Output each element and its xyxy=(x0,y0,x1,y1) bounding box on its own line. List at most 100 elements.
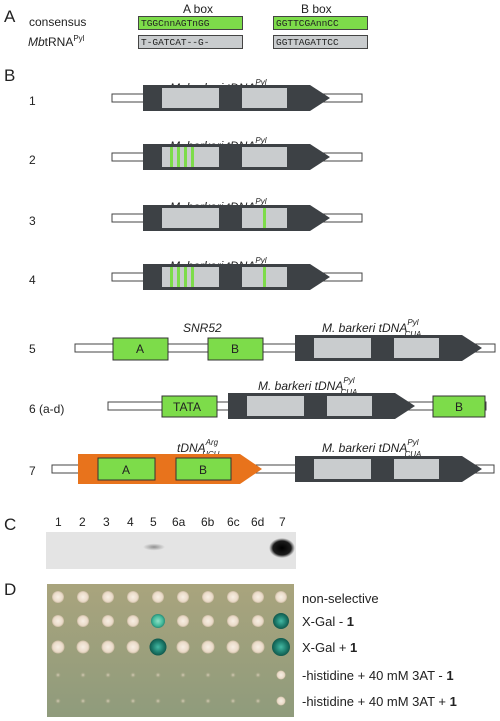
construct-6-downstream-box-b xyxy=(432,395,486,418)
construct-1-box-b xyxy=(242,88,287,108)
construct-5-number: 5 xyxy=(29,342,36,356)
colony-faint xyxy=(205,672,211,678)
construct-7-number: 7 xyxy=(29,464,36,478)
colony-blue xyxy=(273,613,289,629)
plate-row-label-1: non-selective xyxy=(302,591,379,606)
construct-7-gene-box-b xyxy=(394,459,439,479)
c3-gene-sup: Pyl xyxy=(255,197,266,206)
construct-4-box-a xyxy=(162,267,219,287)
row-2-bold: 1 xyxy=(346,614,355,629)
panel-d-plate xyxy=(47,584,294,717)
construct-2-mutation-2 xyxy=(177,147,180,167)
c5-gene-sub: CUA xyxy=(404,330,421,339)
mbtrna-label-rest: tRNA xyxy=(44,35,74,49)
construct-4-mutation-1 xyxy=(170,267,173,287)
plate-row-label-3: X-Gal + 1 xyxy=(302,640,357,655)
colony xyxy=(252,591,264,603)
lane-label-6c: 6c xyxy=(227,515,240,529)
colony-blue xyxy=(151,614,165,628)
colony xyxy=(227,615,239,627)
c6-gene-sup: Pyl xyxy=(343,376,354,385)
construct-5-flank xyxy=(74,343,496,353)
colony-faint xyxy=(130,698,136,704)
c5-gene-main: M. barkeri tDNA xyxy=(322,321,407,335)
consensus-label: consensus xyxy=(29,15,87,29)
construct-2-box-a xyxy=(162,147,219,167)
colony xyxy=(77,591,89,603)
panel-c-blot: 1 2 3 4 5 6a 6b 6c 6d 7 xyxy=(46,515,296,569)
colony-blue xyxy=(149,638,167,656)
mbtrna-label: MbtRNAPyl xyxy=(28,34,84,49)
row-3-text: X-Gal + xyxy=(302,640,351,655)
c7-gene-sup: Pyl xyxy=(407,438,418,447)
colony-faint xyxy=(255,672,261,678)
colony-faint xyxy=(255,698,261,704)
construct-4-mutation-4 xyxy=(191,267,194,287)
c5-gene-sup: Pyl xyxy=(407,318,418,327)
colony-faint xyxy=(55,698,61,704)
construct-5-promoter-label: SNR52 xyxy=(183,321,222,335)
colony-faint xyxy=(230,698,236,704)
c6-gene-main: M. barkeri tDNA xyxy=(258,379,343,393)
panel-d-letter: D xyxy=(4,580,17,599)
colony-blue xyxy=(272,638,290,656)
construct-6-gene-box-a xyxy=(247,396,304,416)
plate-row-label-2: X-Gal - 1 xyxy=(302,614,354,629)
b-box-header: B box xyxy=(301,2,332,16)
colony xyxy=(52,591,64,603)
colony xyxy=(227,591,239,603)
lane-label-2: 2 xyxy=(79,515,86,529)
construct-6-gene-box-b xyxy=(327,396,372,416)
construct-7-box-b xyxy=(175,457,232,481)
construct-7-box-a xyxy=(97,457,156,481)
construct-5-gene-box-a xyxy=(314,338,371,358)
construct-5-gene-box-b xyxy=(394,338,439,358)
lane-label-6a: 6a xyxy=(172,515,186,529)
colony xyxy=(252,615,264,627)
construct-5-box-b-label: B xyxy=(231,342,239,356)
blot-membrane xyxy=(46,532,296,569)
mbtrna-a-seq: T-GATCAT--G- xyxy=(141,36,210,48)
construct-7-gene-box-a xyxy=(314,459,371,479)
colony-faint xyxy=(155,698,161,704)
colony-faint xyxy=(55,672,61,678)
colony xyxy=(77,615,89,627)
c2-gene-sup: Pyl xyxy=(255,136,266,145)
colony xyxy=(127,591,139,603)
band-lane-5 xyxy=(143,543,165,551)
blot-lane-shade xyxy=(46,532,296,569)
colony-faint xyxy=(230,672,236,678)
lane-label-4: 4 xyxy=(127,515,134,529)
colony-faint xyxy=(155,672,161,678)
construct-5-box-a-label: A xyxy=(136,342,144,356)
colony xyxy=(275,591,287,603)
c1-gene-sup: Pyl xyxy=(255,78,266,87)
colony xyxy=(251,640,265,654)
row-5-text: -histidine + 40 mM 3AT + xyxy=(302,694,450,709)
construct-3-mutation xyxy=(263,208,266,228)
colony-faint xyxy=(80,672,86,678)
construct-4-mutation-2 xyxy=(177,267,180,287)
colony-faint xyxy=(205,698,211,704)
colony xyxy=(201,640,215,654)
colony xyxy=(102,591,114,603)
panel-b-letter: B xyxy=(4,66,16,85)
row-5-bold: 1 xyxy=(449,694,457,709)
colony xyxy=(101,640,115,654)
consensus-a-seq: TGGCnnAGTnGG xyxy=(141,17,210,29)
lane-label-7: 7 xyxy=(279,515,286,529)
row-4-text: -histidine + 40 mM 3AT - xyxy=(302,668,447,683)
construct-1-box-a xyxy=(162,88,219,108)
construct-6-box-b-label: B xyxy=(455,400,463,414)
c6-gene-sub: CUA xyxy=(340,388,357,397)
row-2-text: X-Gal - xyxy=(302,614,347,629)
construct-2-box-b xyxy=(242,147,287,167)
c7-gene-main: M. barkeri tDNA xyxy=(322,441,407,455)
colony xyxy=(126,640,140,654)
colony xyxy=(102,615,114,627)
row-1-text: non-selective xyxy=(302,591,379,606)
c4-gene-sup: Pyl xyxy=(255,256,266,265)
lane-label-6b: 6b xyxy=(201,515,215,529)
